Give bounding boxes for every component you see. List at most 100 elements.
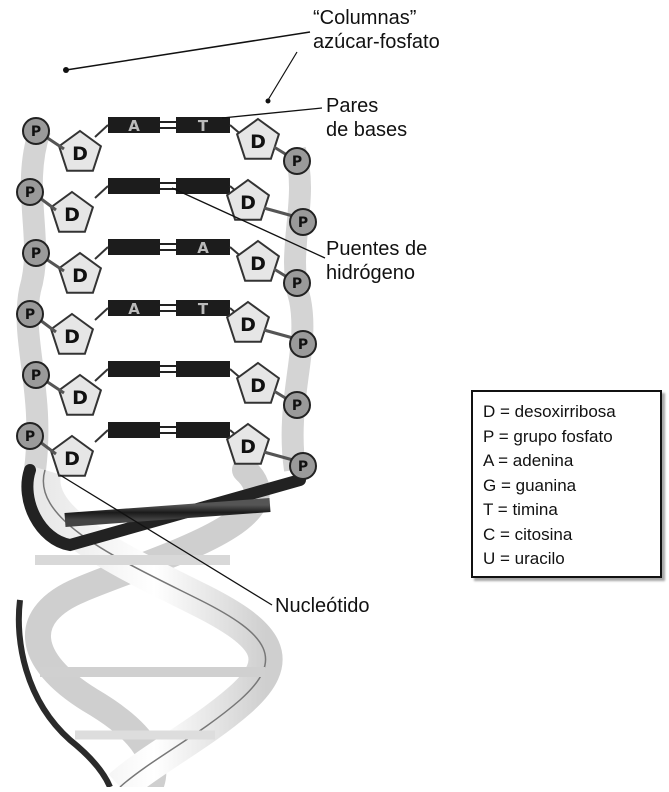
base-right-letter: T [198,117,209,135]
leader-columns-right [267,51,298,101]
legend-meaning: desoxirribosa [514,402,616,421]
phosphate-label: P [25,185,35,201]
base-right-bar [176,300,230,316]
sugar-pentagon [57,251,103,294]
base-left-bar [108,361,160,377]
legend-meaning: timina [512,500,558,519]
sugar-pentagon [235,239,281,282]
base-left-letter: A [128,300,140,318]
phosphate-label: P [31,124,41,140]
sugar-base-link [94,307,109,321]
sugar-label: D [240,314,256,336]
base-right-bar [176,178,230,194]
phosphate-label: P [31,368,41,384]
phosphate-circle [289,452,317,480]
phosphate-label: P [25,429,35,445]
legend-meaning: grupo fosfato [513,426,613,446]
sugar-label: D [72,143,88,165]
phosphate-circle [283,391,311,419]
legend-equals: = [493,500,513,519]
legend-symbol: A [483,451,494,470]
legend-equals: = [495,402,515,421]
label-backbone-columns: “Columnas” azúcar-fosfato [313,6,440,54]
phosphate-sugar-link [45,135,65,151]
label-nucleotide: Nucleótido [275,595,370,617]
legend-row: G = guanina [483,474,660,499]
label-hydrogen-bonds: Puentes de hidrógeno [326,237,427,285]
sugar-label: D [250,253,266,275]
base-left-bar [108,300,160,316]
legend-equals: = [495,524,515,544]
phosphate-circle [16,178,44,206]
sugar-pentagon [225,422,271,465]
sugar-label: D [250,131,266,153]
sugar-pentagon [49,190,95,233]
sugar-phosphate-backbones [16,126,314,472]
base-left-bar [108,422,160,438]
label-backbone-line2: azúcar-fosfato [313,31,440,53]
phosphate-sugar-link [45,257,65,273]
helix-ribbon-dark [21,464,306,552]
phosphate-label: P [31,246,41,262]
sugar-base-link [94,368,109,382]
phosphate-sugar-link [39,440,57,456]
sugar-pentagon [225,178,271,221]
leader-nucleotide [59,474,273,606]
base-right-letter: A [197,239,209,257]
legend-meaning: uracilo [514,549,565,568]
phosphate-label: P [298,337,308,353]
sugar-label: D [64,448,80,470]
phosphate-circle [283,269,311,297]
phosphate-label: P [25,307,35,323]
legend-symbol: T [483,500,494,519]
label-hydrogen-bonds-line1: Puentes de [326,238,428,260]
sugar-pentagon [235,117,281,160]
phosphate-sugar-link [39,196,57,212]
legend-row: D = desoxirribosa [483,400,660,425]
sugar-label: D [72,265,88,287]
base-right-bar [176,239,230,255]
phosphate-circle [289,330,317,358]
sugar-label: D [250,375,266,397]
legend-row: A = adenina [483,449,660,474]
label-base-pairs-line2: de bases [326,119,408,141]
sugar-pentagon [235,361,281,404]
phosphate-sugar-link [45,379,65,395]
sugar-pentagon [49,312,95,355]
helix-rung-1 [64,498,271,527]
sugar-base-link [94,429,109,443]
sugar-pentagon [57,373,103,416]
legend-equals: = [495,549,515,568]
phosphate-circle [283,147,311,175]
leader-base-pairs [221,107,323,119]
sugar-pentagon [225,300,271,343]
legend-symbol: P [483,426,495,446]
double-helix [15,457,306,792]
leader-hydrogen-bonds [171,187,326,259]
label-base-pairs-line1: Pares [326,95,379,117]
sugar-label: D [72,387,88,409]
legend-symbol: G [483,475,497,495]
base-right-bar [176,422,230,438]
phosphate-circle [22,361,50,389]
phosphate-circle [22,239,50,267]
legend-symbol: U [483,549,496,568]
phosphate-sugar-link [273,267,288,279]
base-left-bar [108,239,160,255]
legend-row: P = grupo fosfato [483,425,660,450]
sugar-label: D [240,192,256,214]
sugar-base-link [94,124,109,138]
base-right-letter: T [198,300,209,318]
legend-equals: = [493,451,513,470]
phosphate-circle [16,422,44,450]
sugar-base-link [94,246,109,260]
base-right-bar [176,117,230,133]
phosphate-label: P [298,459,308,475]
sugar-pentagon [57,129,103,172]
phosphate-sugar-link [273,389,288,401]
label-backbone-line1: “Columnas” [313,7,417,29]
legend-row: C = citosina [483,523,660,548]
